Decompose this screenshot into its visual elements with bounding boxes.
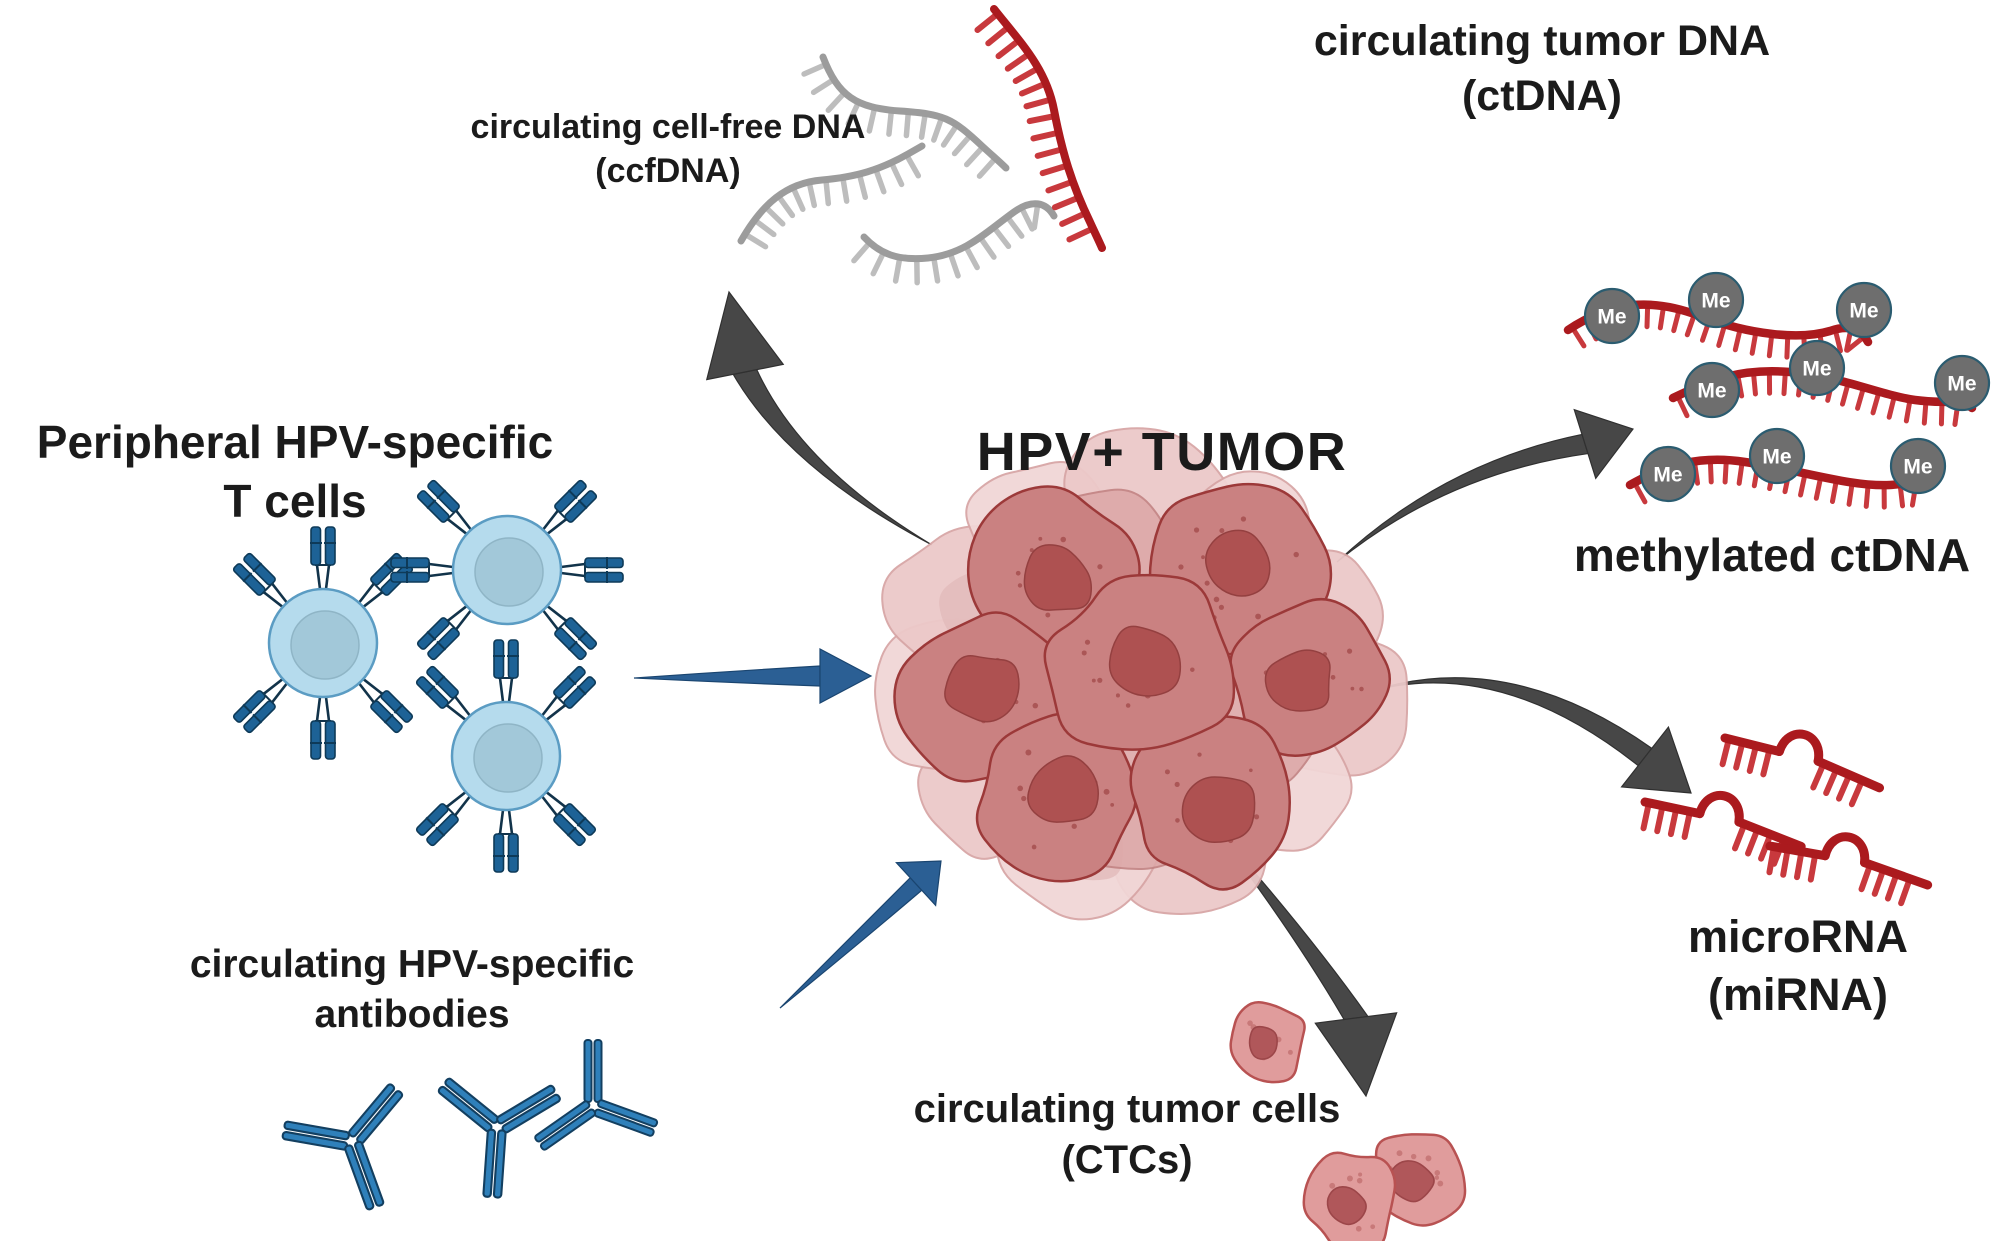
- arrow-icon: [705, 290, 933, 546]
- me-badge-text: Me: [1947, 373, 1976, 396]
- methylated-ctdna-label: methylated ctDNA: [1573, 529, 1971, 581]
- tcell-receptor-icon: [416, 602, 475, 661]
- arrow-icon: [779, 860, 942, 1009]
- mirna-hairpin-icon: [1640, 791, 1806, 867]
- antibody-icon: [437, 1077, 561, 1199]
- me-badge-text: Me: [1697, 380, 1726, 403]
- antibodies-label: circulating HPV-specific antibodies: [190, 940, 634, 1040]
- methyl-me-badge: Me: [1583, 287, 1641, 345]
- ccfdna-label: circulating cell-free DNA (ccfDNA): [471, 106, 866, 193]
- methyl-me-badge: Me: [1788, 339, 1846, 397]
- ctc-cell-icon: [1374, 1133, 1467, 1227]
- tumor-cell: [1229, 597, 1391, 757]
- ctdna-label: circulating tumor DNA (ctDNA): [1314, 14, 1770, 124]
- me-badge-text: Me: [1597, 306, 1626, 329]
- tcell-receptor-icon: [493, 639, 519, 707]
- mirna-hairpin-icon: [1719, 729, 1885, 808]
- ctcs-label-line2: (CTCs): [1061, 1138, 1193, 1183]
- methyl-me-badge: Me: [1683, 361, 1741, 419]
- tumor-cell: [975, 712, 1138, 883]
- arrow-icon: [1370, 677, 1692, 794]
- tcell-receptor-icon: [538, 665, 597, 724]
- antibody-icons: [281, 1039, 659, 1211]
- methyl-me-badge: Me: [1748, 427, 1806, 485]
- me-badge-text: Me: [1701, 290, 1730, 313]
- me-badge-text: Me: [1653, 464, 1682, 487]
- ctdna-strand-icon: [990, 5, 1106, 252]
- mirna-label-line1: microRNA: [1687, 911, 1909, 962]
- mirna-hairpins: [1640, 729, 1933, 907]
- ctcs-label: circulating tumor cells (CTCs): [914, 1084, 1341, 1186]
- ccfdna-strand-icon: [819, 53, 1010, 172]
- ctc-cell-icon: [1229, 1000, 1306, 1084]
- tcells-label-line1: Peripheral HPV-specific: [36, 416, 554, 468]
- tumor-cell: [1043, 573, 1236, 751]
- t-cell-icon: [415, 639, 597, 873]
- tcell-receptor-icon: [556, 557, 624, 583]
- t-cells: [232, 479, 624, 873]
- arrow-icon: [1336, 408, 1634, 563]
- ccfdna-strands: [737, 53, 1058, 286]
- ctdna-strand: [974, 5, 1106, 252]
- t-cell-icon: [390, 479, 624, 661]
- methyl-me-badge: Me: [1889, 437, 1947, 495]
- tumor-cluster: [874, 427, 1409, 921]
- tcell-receptor-icon: [415, 665, 474, 724]
- mirna-label-line2: (miRNA): [1708, 968, 1888, 1020]
- methyl-me-badge: Me: [1933, 354, 1991, 412]
- ctc-cell-icon: [1302, 1151, 1397, 1241]
- me-badge-text: Me: [1903, 456, 1932, 479]
- tumor-title: HPV+ TUMOR: [976, 422, 1348, 482]
- me-badge-text: Me: [1802, 358, 1831, 381]
- ccfdna-strand-icon: [737, 142, 926, 245]
- mirna-label: microRNA (miRNA): [1688, 908, 1908, 1023]
- arrow-icon: [633, 648, 873, 704]
- ctdna-label-line1: circulating tumor DNA: [1313, 17, 1771, 65]
- tcell-receptor-icon: [390, 557, 458, 583]
- tumor-cell: [1129, 715, 1291, 891]
- antibodies-label-line2: antibodies: [314, 992, 510, 1036]
- ccfdna-label-line2: (ccfDNA): [595, 151, 741, 190]
- antibodies-label-line1: circulating HPV-specific: [189, 943, 635, 986]
- antibody-icon: [281, 1083, 404, 1211]
- methyl-me-badge: Me: [1687, 271, 1745, 329]
- me-badge-text: Me: [1849, 300, 1878, 323]
- tcell-receptor-icon: [310, 526, 336, 594]
- tcell-receptor-icon: [493, 805, 519, 873]
- ccfdna-strand-icon: [860, 200, 1058, 263]
- tcells-label: Peripheral HPV-specific T cells: [37, 413, 553, 531]
- t-cell-icon: [232, 526, 414, 760]
- tcell-receptor-icon: [416, 479, 475, 538]
- arrows: [633, 290, 1692, 1098]
- ctcs-label-line1: circulating tumor cells: [913, 1087, 1341, 1131]
- ctc-cells: [1229, 1000, 1467, 1241]
- methyl-me-badge: Me: [1835, 281, 1893, 339]
- me-badge-text: Me: [1762, 446, 1791, 469]
- antibody-icon: [534, 1039, 659, 1151]
- ccfdna-label-line1: circulating cell-free DNA: [470, 108, 866, 146]
- mirna-hairpin-icon: [1765, 832, 1933, 907]
- tcell-receptor-icon: [310, 692, 336, 760]
- methyl-me-badge: Me: [1639, 445, 1697, 503]
- tcells-label-line2: T cells: [223, 474, 367, 527]
- ctdna-label-line2: (ctDNA): [1461, 72, 1623, 121]
